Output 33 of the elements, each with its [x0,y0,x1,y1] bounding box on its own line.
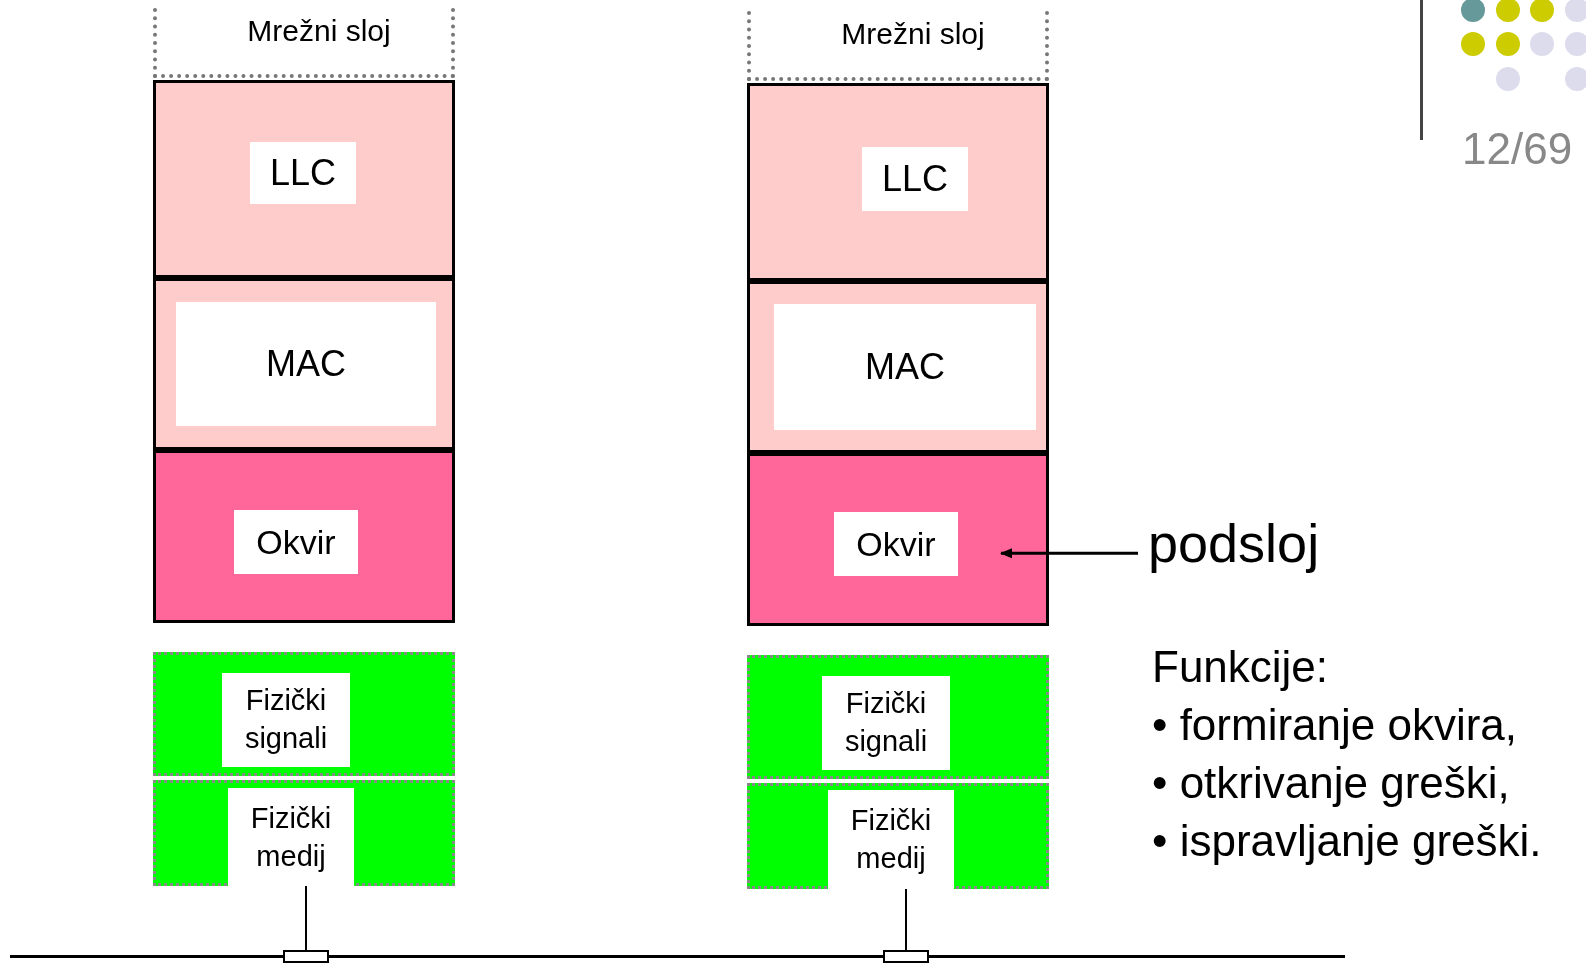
sublayer-band [153,450,455,623]
layer-label: LLC [250,142,356,204]
sublayer-band [747,281,1049,453]
layer-label: MAC [176,302,436,426]
physical-layer-band [153,780,455,886]
sublayer-band [153,80,455,278]
callout-text: podsloj [1148,512,1320,574]
bullet-item: • formiranje okvira, [1152,700,1518,750]
layer-label: Fizički signali [222,673,350,767]
bus-line [10,955,1345,958]
layer-label: Mrežni sloj [841,17,985,50]
connector-line [905,888,907,951]
layer-label: Fizički signali [822,676,950,770]
sublayer-band [747,453,1049,626]
physical-layer-band [747,655,1049,779]
layer-label: MAC [774,304,1036,430]
layer-label: Mrežni sloj [247,14,391,47]
page-number: 12/69 [1462,124,1573,174]
bullet-item: • ispravljanje greški. [1152,816,1542,866]
layer-label: LLC [862,147,968,211]
layer-label: Okvir [234,510,358,574]
sublayer-band [153,278,455,450]
arrow [1000,548,1138,559]
layer-label: Fizički medij [228,788,354,888]
layer-label: Fizički medij [828,790,954,890]
layer-label: Okvir [834,512,958,576]
list-heading: Funkcije: [1152,642,1329,692]
bullet-item: • otkrivanje greški, [1152,758,1510,808]
physical-layer-band [153,652,455,776]
physical-layer-band [747,783,1049,889]
bus-connector [883,950,929,963]
sublayer-band [747,83,1049,281]
bus-connector [283,950,329,963]
